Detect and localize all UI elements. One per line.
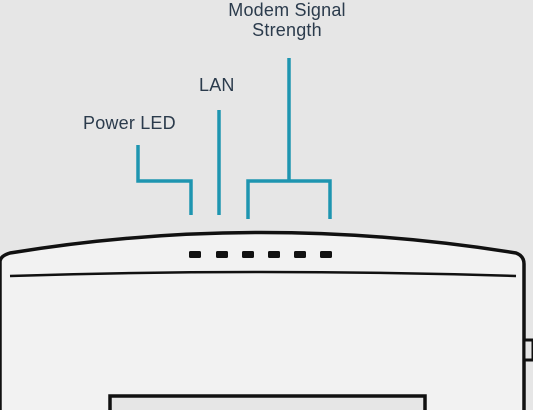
modem-signal-label-line2: Strength [252, 20, 322, 40]
power-led-callout-line [136, 145, 193, 215]
router-device [0, 230, 533, 410]
modem-signal-label-line1: Modem Signal [228, 0, 346, 20]
modem-signal-label: Modem Signal Strength [228, 0, 345, 40]
router-body-outline [0, 230, 526, 410]
router-top-edge-line [9, 270, 517, 278]
indicator-led-signal-4 [320, 251, 332, 258]
router-side-port [522, 338, 533, 362]
indicator-led-signal-1 [242, 251, 254, 258]
power-led-label: Power LED [83, 113, 176, 133]
indicator-led-power [189, 251, 201, 258]
indicator-led-signal-2 [268, 251, 280, 258]
indicator-leds [189, 251, 332, 258]
router-base-foot [108, 394, 427, 410]
callout-lines [136, 58, 332, 219]
indicator-led-lan [216, 251, 228, 258]
modem-signal-callout-bracket [246, 179, 332, 219]
indicator-led-signal-3 [294, 251, 306, 258]
lan-label: LAN [199, 75, 235, 95]
